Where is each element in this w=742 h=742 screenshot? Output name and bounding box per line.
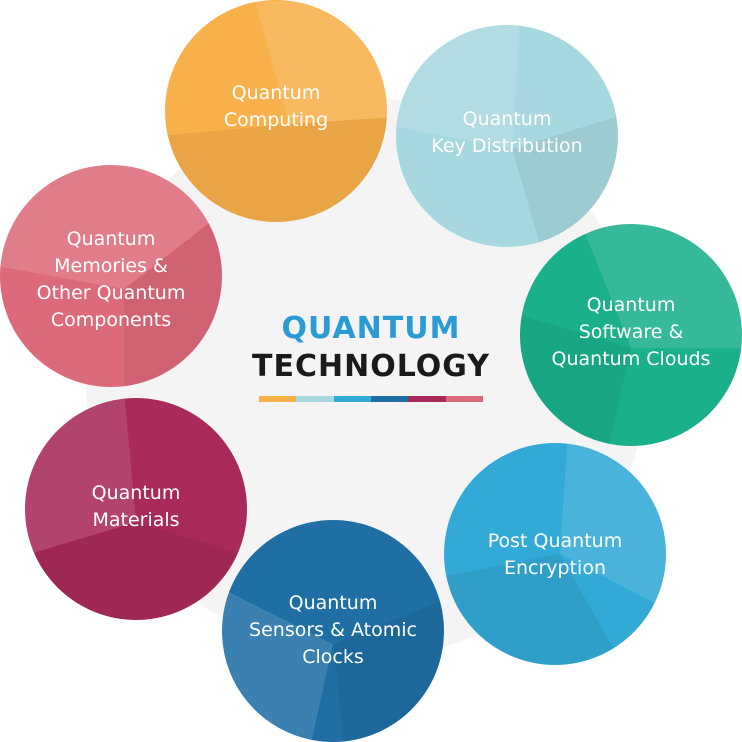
center-title-line2: TECHNOLOGY [252, 349, 490, 384]
node-label-line: Clocks [302, 646, 364, 668]
center-title: QUANTUM TECHNOLOGY [231, 310, 511, 386]
node-label: Quantum Computing [173, 0, 379, 222]
node-quantum-memories-components: Quantum Memories & Other Quantum Compone… [0, 165, 222, 387]
node-label-line: Quantum [231, 82, 321, 104]
node-label-line: Quantum [586, 294, 676, 316]
node-post-quantum-encryption: Post Quantum Encryption [444, 443, 666, 665]
node-quantum-key-distribution: Quantum Key Distribution [396, 25, 618, 247]
node-label-line: Quantum [66, 228, 156, 250]
node-label-line: Quantum [288, 592, 378, 614]
node-label-line: Computing [223, 109, 329, 131]
node-label-line: Encryption [503, 557, 606, 579]
node-quantum-materials: Quantum Materials [25, 398, 247, 620]
node-label-line: Sensors & Atomic [249, 619, 417, 641]
node-label: Post Quantum Encryption [452, 443, 658, 665]
center-title-line1: QUANTUM [281, 311, 461, 346]
node-label: Quantum Software & Quantum Clouds [528, 224, 734, 446]
node-label: Quantum Memories & Other Quantum Compone… [8, 165, 214, 387]
color-bar-segment [259, 396, 297, 402]
node-label-line: Quantum [462, 108, 552, 130]
color-bar-segment [333, 396, 371, 402]
node-label-line: Software & [578, 321, 684, 343]
color-bar [259, 396, 483, 402]
node-label: Quantum Materials [33, 398, 239, 620]
node-label-line: Quantum Clouds [551, 348, 711, 370]
node-label-line: Memories & [54, 255, 168, 277]
node-label-line: Components [50, 309, 172, 331]
node-label: Quantum Key Distribution [404, 25, 610, 247]
node-label-line: Key Distribution [431, 135, 583, 157]
node-quantum-computing: Quantum Computing [165, 0, 387, 222]
color-bar-segment [445, 396, 483, 402]
node-label: Quantum Sensors & Atomic Clocks [230, 520, 436, 742]
color-bar-segment [296, 396, 334, 402]
node-label-line: Post Quantum [487, 530, 623, 552]
node-quantum-software-clouds: Quantum Software & Quantum Clouds [520, 224, 742, 446]
node-label-line: Other Quantum [36, 282, 186, 304]
color-bar-segment [408, 396, 446, 402]
node-label-line: Quantum [91, 482, 181, 504]
node-label-line: Materials [92, 509, 180, 531]
node-quantum-sensors-atomic-clocks: Quantum Sensors & Atomic Clocks [222, 520, 444, 742]
color-bar-segment [370, 396, 409, 402]
